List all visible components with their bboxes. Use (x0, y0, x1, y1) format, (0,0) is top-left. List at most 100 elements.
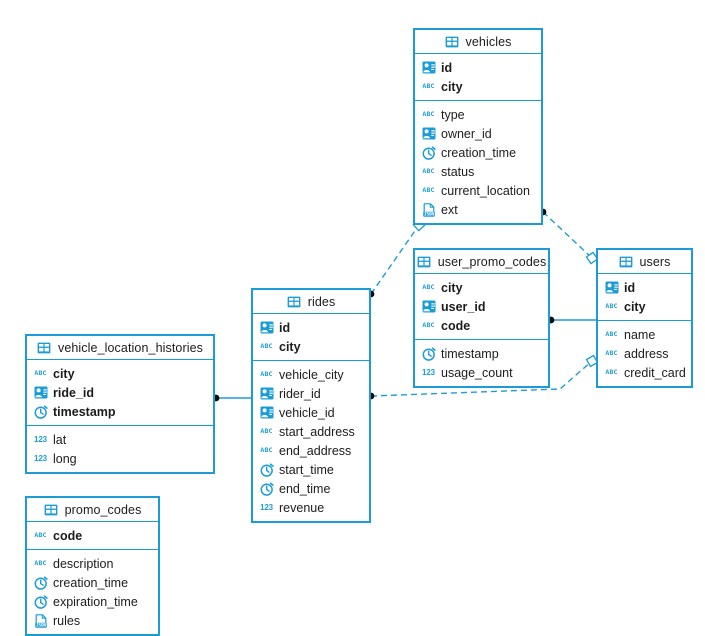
field-label: address (624, 346, 669, 361)
field-row[interactable]: rider_id (253, 384, 369, 403)
field-label: city (441, 280, 463, 295)
abc-icon: ABC (34, 531, 47, 540)
field-label: timestamp (441, 346, 499, 361)
field-label: name (624, 327, 656, 342)
field-row[interactable]: vehicle_id (253, 403, 369, 422)
table-header-user_promo_codes[interactable]: user_promo_codes (415, 250, 548, 274)
table-header-rides[interactable]: rides (253, 290, 369, 314)
table-title: users (639, 254, 671, 269)
field-label: description (53, 556, 114, 571)
primary-key-row[interactable]: ride_id (27, 383, 213, 402)
field-group-promo_codes: ABC description creation_time expiration_… (27, 550, 158, 634)
table-header-vehicle_location_histories[interactable]: vehicle_location_histories (27, 336, 213, 360)
primary-key-row[interactable]: ABC code (415, 316, 548, 335)
field-row[interactable]: JSON rules (27, 611, 158, 630)
table-header-users[interactable]: users (598, 250, 691, 274)
clock-icon (33, 404, 48, 419)
table-header-promo_codes[interactable]: promo_codes (27, 498, 158, 522)
field-label: code (441, 318, 471, 333)
abc-icon: ABC (34, 369, 47, 378)
field-label: credit_card (624, 365, 686, 380)
person-badge-icon (259, 321, 274, 335)
json-document-icon: JSON (33, 613, 48, 628)
table-title: rides (307, 294, 336, 309)
table-title: user_promo_codes (437, 254, 547, 269)
field-row[interactable]: end_time (253, 479, 369, 498)
field-label: city (624, 299, 646, 314)
field-row[interactable]: ABC description (27, 554, 158, 573)
field-row[interactable]: creation_time (27, 573, 158, 592)
field-label: type (441, 107, 465, 122)
field-label: city (441, 79, 463, 94)
svg-text:JSON: JSON (423, 211, 434, 216)
field-row[interactable]: timestamp (415, 344, 548, 363)
primary-key-row[interactable]: ABC city (415, 278, 548, 297)
table-header-vehicles[interactable]: vehicles (415, 30, 541, 54)
field-label: vehicle_city (279, 367, 344, 382)
abc-icon: ABC (605, 330, 618, 339)
field-label: user_id (441, 299, 486, 314)
abc-icon: ABC (422, 321, 435, 330)
abc-icon: ABC (260, 427, 273, 436)
field-row[interactable]: ABC name (598, 325, 691, 344)
svg-text:JSON: JSON (35, 622, 46, 627)
abc-icon: ABC (34, 559, 47, 568)
primary-key-row[interactable]: id (415, 58, 541, 77)
table-grid-icon (618, 255, 633, 269)
person-badge-icon (604, 281, 619, 295)
field-row[interactable]: JSON ext (415, 200, 541, 219)
clock-icon (259, 481, 274, 496)
relationship-rel-upc-users[interactable] (547, 316, 596, 324)
person-badge-icon (421, 61, 436, 75)
abc-icon: ABC (422, 283, 435, 292)
primary-key-row[interactable]: id (253, 318, 369, 337)
table-grid-icon (287, 295, 302, 309)
relationship-line (542, 211, 593, 259)
field-label: usage_count (441, 365, 513, 380)
primary-key-row[interactable]: user_id (415, 297, 548, 316)
field-row[interactable]: start_time (253, 460, 369, 479)
field-row[interactable]: creation_time (415, 143, 541, 162)
primary-key-row[interactable]: id (598, 278, 691, 297)
field-row[interactable]: expiration_time (27, 592, 158, 611)
person-badge-icon (421, 127, 436, 141)
field-label: ride_id (53, 385, 94, 400)
field-label: lat (53, 432, 67, 447)
table-title: vehicles (465, 34, 512, 49)
relationship-rel-vlh-rides[interactable] (212, 394, 251, 402)
abc-icon: ABC (260, 446, 273, 455)
field-label: expiration_time (53, 594, 138, 609)
field-row[interactable]: owner_id (415, 124, 541, 143)
abc-icon: ABC (422, 167, 435, 176)
primary-key-row[interactable]: timestamp (27, 402, 213, 421)
